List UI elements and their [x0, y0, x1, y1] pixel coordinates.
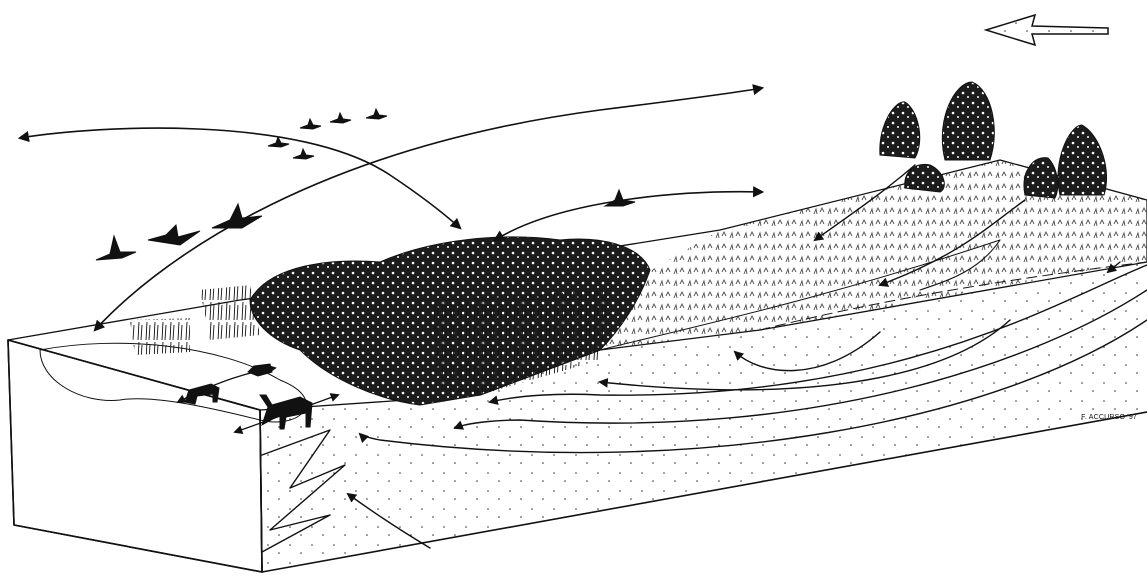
- bird-flock-icon: [96, 109, 635, 260]
- wind-direction-arrow-icon: [986, 15, 1108, 45]
- tree-icon: [880, 102, 920, 158]
- tree-icon: [1024, 158, 1058, 198]
- tree-icon: [1058, 125, 1107, 195]
- artist-signature: F. ACCURSO '97: [1081, 414, 1137, 421]
- tree-icon: [942, 82, 994, 160]
